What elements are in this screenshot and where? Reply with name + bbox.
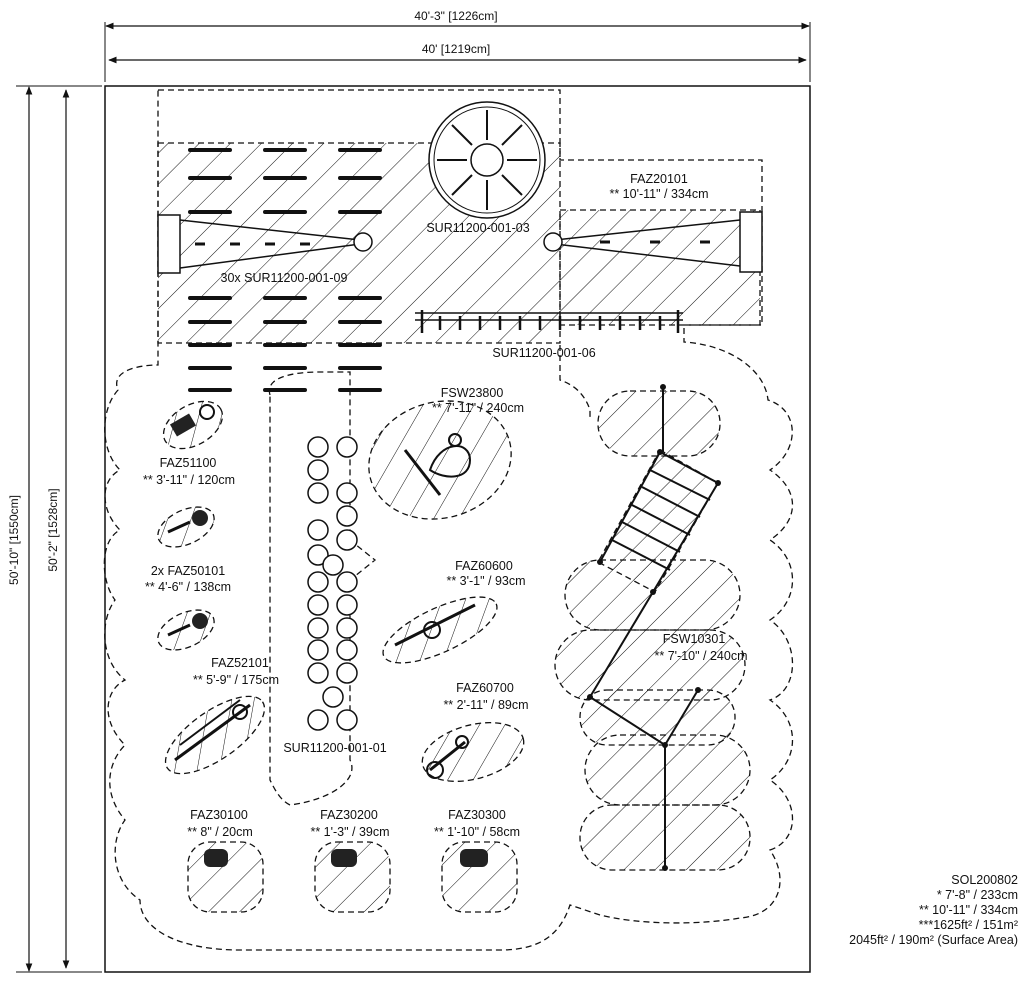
summary-fall-height: ** 10'-11" / 334cm xyxy=(918,903,1018,917)
faz52101-code: FAZ52101 xyxy=(211,656,269,670)
cable-bar-equipment xyxy=(157,211,763,274)
right-zone-bay xyxy=(559,345,591,420)
height-dimension-inner: 50'-2" [1528cm] xyxy=(46,89,70,969)
surface-slats xyxy=(188,148,382,392)
faz51100-code: FAZ51100 xyxy=(160,456,217,470)
product-summary: SOL200802 * 7'-8" / 233cm ** 10'-11" / 3… xyxy=(849,873,1018,948)
faz60700-equipment xyxy=(421,722,525,782)
faz60600-size: ** 3'-1" / 93cm xyxy=(446,574,525,588)
faz30300-size: ** 1'-10" / 58cm xyxy=(434,825,520,839)
faz51100-equipment xyxy=(162,400,224,450)
faz51100-size: ** 3'-11" / 120cm xyxy=(143,473,235,487)
faz30200-code: FAZ30200 xyxy=(320,808,378,822)
faz50101-equipment xyxy=(157,506,215,548)
inner-height-label: 50'-2" [1528cm] xyxy=(46,488,60,571)
sur-09-code: 30x SUR11200-001-09 xyxy=(221,271,348,285)
sur-01-code: SUR11200-001-01 xyxy=(283,741,386,755)
stepping-stones xyxy=(307,436,358,731)
inner-width-label: 40' [1219cm] xyxy=(422,42,490,56)
faz60600-code: FAZ60600 xyxy=(455,559,513,573)
fsw23800-code: FSW23800 xyxy=(441,386,504,400)
faz50101-size: ** 4'-6" / 138cm xyxy=(145,580,231,594)
faz60700-code: FAZ60700 xyxy=(456,681,514,695)
faz30100-size: ** 8" / 20cm xyxy=(187,825,253,839)
width-dimension-outer: 40'-3" [1226cm] xyxy=(104,9,811,82)
fsw10301-size: ** 7'-10" / 240cm xyxy=(655,649,748,663)
outer-height-label: 50'-10" [1550cm] xyxy=(7,495,21,585)
height-dimension-outer: 50'-10" [1550cm] xyxy=(7,85,102,973)
faz50101-equipment-2 xyxy=(157,609,215,651)
faz60700-size: ** 2'-11" / 89cm xyxy=(443,698,528,712)
fsw23800-size: ** 7'-11" / 240cm xyxy=(432,401,524,415)
summary-code: SOL200802 xyxy=(951,873,1018,887)
site-boundary xyxy=(104,85,811,973)
summary-height: * 7'-8" / 233cm xyxy=(936,888,1018,902)
faz30100-code: FAZ30100 xyxy=(190,808,248,822)
faz30200-equipment xyxy=(314,841,391,913)
faz30100-equipment xyxy=(187,841,264,913)
sur-03-code: SUR11200-001-03 xyxy=(426,221,529,235)
inner-zone-notch xyxy=(268,371,377,806)
sur-06-code: SUR11200-001-06 xyxy=(492,346,595,360)
faz30300-code: FAZ30300 xyxy=(448,808,506,822)
outer-width-label: 40'-3" [1226cm] xyxy=(414,9,497,23)
fsw10301-equipment xyxy=(554,384,751,871)
horizontal-ladder xyxy=(415,310,683,333)
summary-surface-area: 2045ft² / 190m² (Surface Area) xyxy=(849,933,1018,947)
faz30200-size: ** 1'-3" / 39cm xyxy=(310,825,389,839)
faz52101-size: ** 5'-9" / 175cm xyxy=(193,673,279,687)
faz30300-equipment xyxy=(441,841,518,913)
summary-area: ***1625ft² / 151m² xyxy=(918,918,1018,932)
faz20101-code: FAZ20101 xyxy=(630,172,688,186)
faz20101-zone xyxy=(559,209,761,326)
round-spinner-equipment xyxy=(428,101,546,219)
faz52101-equipment xyxy=(164,695,266,775)
fsw23800-equipment xyxy=(368,400,512,520)
width-dimension-inner: 40' [1219cm] xyxy=(108,42,807,64)
faz60600-equipment xyxy=(382,596,498,664)
faz50101-code: 2x FAZ50101 xyxy=(151,564,225,578)
faz20101-size: ** 10'-11" / 334cm xyxy=(609,187,708,201)
fsw10301-code: FSW10301 xyxy=(663,632,726,646)
